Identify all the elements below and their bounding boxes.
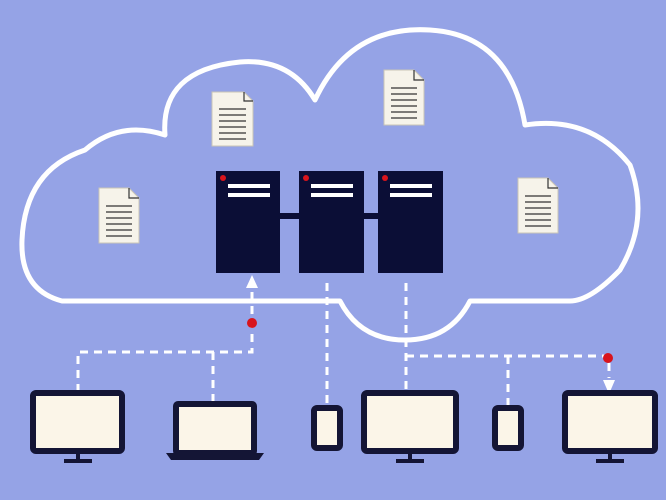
phone-icon <box>311 405 343 451</box>
node-marker <box>603 353 613 363</box>
phone-icon <box>492 405 524 451</box>
server-rack-icon <box>299 171 364 273</box>
document-icon <box>383 69 425 126</box>
document-icon <box>517 177 559 234</box>
arrowhead-up <box>246 275 258 288</box>
document-icon <box>211 91 254 147</box>
monitor-icon <box>30 390 125 463</box>
connector-line <box>76 288 254 392</box>
laptop-icon <box>166 401 264 460</box>
server-rack-icon <box>378 171 443 273</box>
server-link <box>279 213 301 219</box>
arrowhead-down <box>603 380 615 394</box>
server-rack-icon <box>216 171 280 273</box>
node-marker <box>247 318 257 328</box>
server-link <box>363 213 380 219</box>
document-icon <box>98 187 140 244</box>
monitor-icon <box>361 390 459 463</box>
cloud-outline <box>19 27 641 343</box>
monitor-icon <box>562 390 658 463</box>
